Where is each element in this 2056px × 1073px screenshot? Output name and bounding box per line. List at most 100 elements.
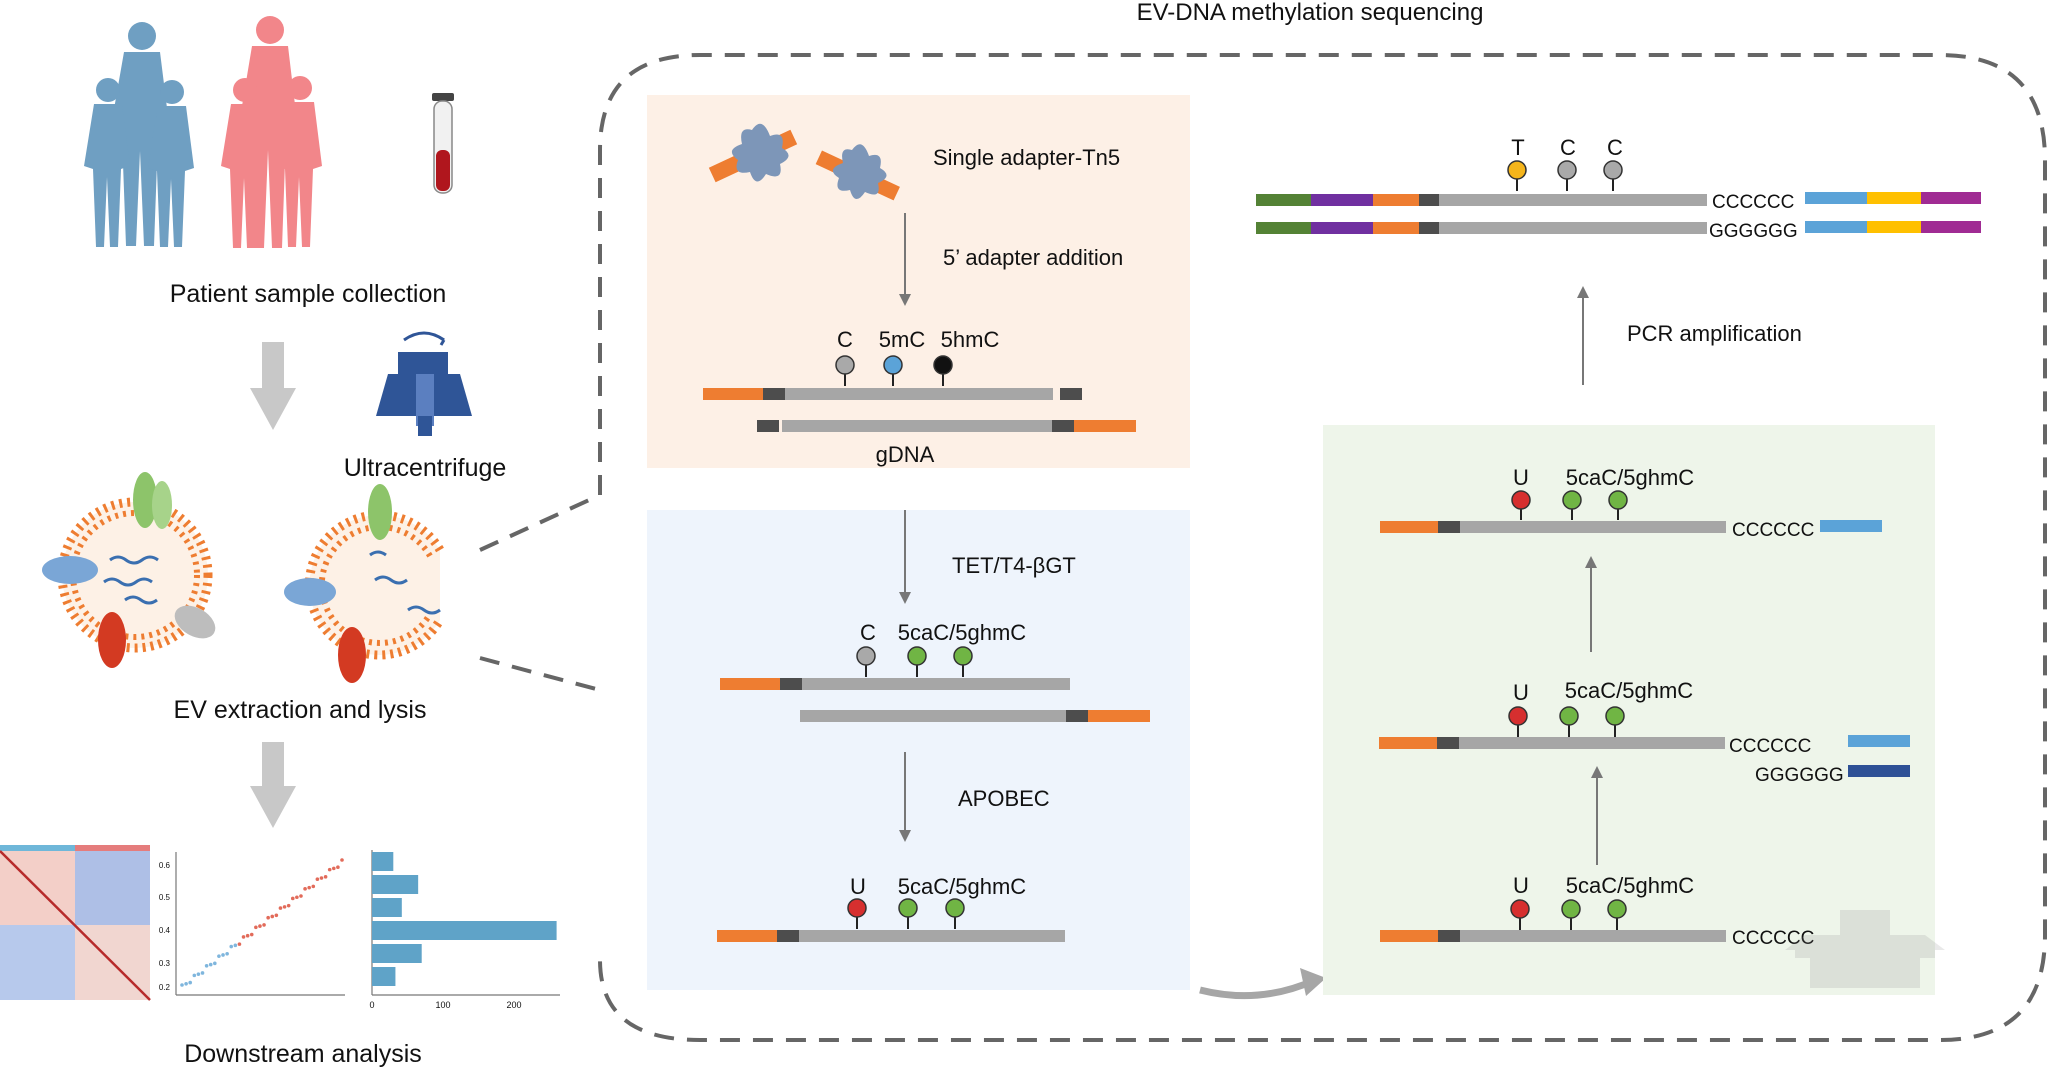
mark-label-5cac: 5caC/5ghmC — [898, 874, 1027, 899]
scatter-point — [270, 914, 275, 919]
bar-chart: 0 100 200 — [369, 850, 560, 1010]
scatter-point — [254, 925, 258, 930]
tet-panel — [647, 510, 1190, 990]
mark-label-5cac: 5caC/5ghmC — [1566, 873, 1695, 898]
scatter-point — [278, 906, 283, 910]
scatter-chart: 0.6 0.5 0.4 0.3 0.2 — [159, 852, 345, 996]
scatter-point — [262, 923, 266, 927]
methylation-pins-row3 — [1510, 899, 1627, 930]
label-ev-extraction: EV extraction and lysis — [174, 696, 427, 724]
scatter-point — [286, 903, 291, 908]
methylation-pins-final — [1507, 160, 1623, 191]
scatter-point — [319, 876, 324, 880]
workflow-dashed-border — [598, 53, 2047, 1042]
scatter-point — [249, 932, 254, 937]
scatter-point — [188, 980, 193, 985]
cccccc-tail: CCCCCC — [1732, 520, 1814, 541]
mark-label-5cac: 5caC/5ghmC — [1565, 678, 1694, 703]
dashed-connector-lower — [479, 656, 601, 692]
gggggg-primer: GGGGGG — [1755, 765, 1844, 786]
dna-fragment-row3 — [1380, 930, 1726, 942]
label-gdna: gDNA — [876, 442, 935, 467]
final-library-strands — [1256, 192, 1981, 234]
bar — [372, 921, 557, 940]
label-downstream-analysis: Downstream analysis — [184, 1040, 422, 1068]
label-tet-step: TET/T4-βGT — [952, 553, 1076, 578]
scatter-point — [336, 865, 340, 870]
scatter-point — [282, 905, 287, 909]
mark-label-u: U — [1513, 680, 1529, 705]
scatter-point — [225, 951, 229, 956]
scatter-y-tick: 0.5 — [159, 893, 171, 902]
scatter-point — [196, 972, 201, 976]
scatter-point — [229, 944, 234, 949]
scatter-point — [299, 894, 303, 898]
dashed-connector-upper — [479, 493, 601, 552]
bar — [372, 898, 402, 917]
cccccc-tail: CCCCCC — [1729, 736, 1811, 757]
mark-label-5cac: 5caC/5ghmC — [1566, 465, 1695, 490]
heatmap-chart — [0, 845, 151, 1001]
scatter-point — [200, 971, 205, 975]
scatter-point — [217, 954, 221, 958]
scatter-point — [315, 877, 320, 882]
ultracentrifuge-icon — [376, 331, 472, 436]
bar — [372, 967, 396, 986]
scatter-y-tick: 0.2 — [159, 983, 171, 992]
mark-label-c: C — [837, 327, 853, 352]
methylation-pins-row1 — [1511, 490, 1628, 520]
mark-label-u: U — [1513, 465, 1529, 490]
scatter-point — [266, 915, 270, 920]
scatter-point — [241, 935, 246, 939]
mark-label-c: C — [1607, 135, 1623, 160]
label-ultracentrifuge: Ultracentrifuge — [344, 454, 507, 482]
label-single-adapter: Single adapter-Tn5 — [933, 145, 1120, 170]
bar — [372, 875, 419, 894]
mark-label-5cac: 5caC/5ghmC — [898, 620, 1027, 645]
scatter-point — [295, 895, 299, 900]
blood-tube-icon — [432, 93, 454, 194]
scatter-point — [290, 896, 295, 901]
scatter-point — [237, 942, 242, 946]
scatter-y-tick: 0.6 — [159, 861, 171, 870]
scatter-y-tick: 0.4 — [159, 926, 171, 935]
dna-fragment-tet — [720, 678, 1150, 722]
dna-fragment-row2 — [1379, 735, 1910, 777]
label-adapter-addition: 5’ adapter addition — [943, 245, 1123, 270]
pcr-panel — [1323, 425, 1935, 995]
scatter-point — [340, 858, 344, 862]
gggggg-primer: GGGGGG — [1709, 221, 1798, 242]
down-arrow-1 — [250, 342, 296, 430]
label-patient-sample-collection: Patient sample collection — [170, 280, 447, 308]
scatter-y-tick: 0.3 — [159, 959, 171, 968]
methylation-pins-apobec — [847, 898, 965, 929]
building-watermark — [1785, 910, 1945, 988]
scatter-point — [311, 884, 316, 889]
scatter-point — [303, 887, 307, 891]
methylation-pins-row2 — [1508, 706, 1625, 737]
mark-label-5hmc: 5hmC — [941, 327, 1000, 352]
dna-fragment-tn5 — [703, 388, 1136, 432]
bar-x-tick: 0 — [369, 1000, 374, 1010]
scatter-point — [184, 981, 188, 986]
mark-label-5mc: 5mC — [879, 327, 926, 352]
bar-x-tick: 100 — [435, 1000, 450, 1010]
scatter-point — [208, 962, 213, 967]
scatter-point — [213, 961, 217, 966]
scatter-point — [258, 924, 262, 928]
cccccc-tail: CCCCCC — [1712, 192, 1794, 213]
dna-fragment-row1 — [1380, 520, 1882, 533]
mark-label-t: T — [1511, 135, 1524, 160]
scatter-point — [307, 885, 311, 890]
lysed-vesicle-icon — [284, 484, 444, 683]
scatter-point — [245, 933, 250, 938]
bar — [372, 852, 394, 871]
mark-label-u: U — [850, 874, 866, 899]
extracellular-vesicle-icon — [42, 472, 216, 668]
scatter-point — [233, 943, 238, 948]
figure-title: EV-DNA methylation sequencing — [1137, 0, 1484, 26]
curved-arrow-head — [1300, 968, 1326, 996]
mark-label-c: C — [860, 620, 876, 645]
